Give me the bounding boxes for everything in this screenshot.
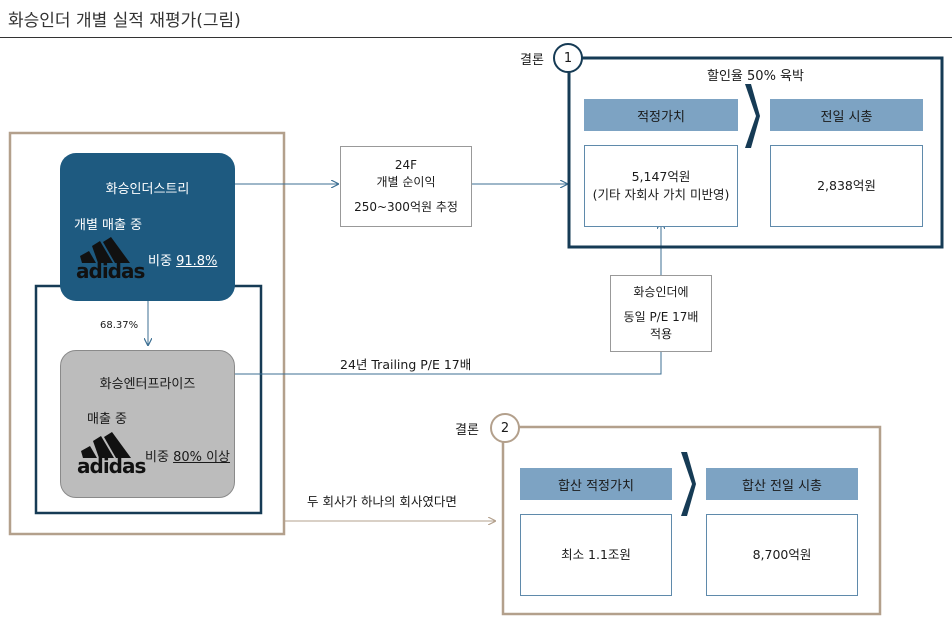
logo-wordmark: adidas: [76, 259, 145, 283]
profit-year: 24F: [394, 158, 418, 172]
fair-value-header-text: 적정가치: [637, 109, 685, 125]
market-cap-header-text: 전일 시총: [820, 109, 873, 125]
market-cap-value: 2,838억원: [817, 178, 876, 193]
pe-line1: 화승인더에: [633, 285, 689, 299]
share-prefix: 비중: [145, 450, 169, 465]
ownership-ratio: 68.37%: [100, 320, 139, 331]
conclusion1-label: 결론: [520, 53, 544, 68]
adidas-logo: adidas: [76, 237, 146, 283]
fair-value: 5,147억원: [631, 169, 691, 184]
fair-value-note: (기타 자회사 가치 미반영): [592, 187, 730, 202]
adidas-stripes-icon: [80, 237, 130, 263]
page-title: 화승인더 개별 실적 재평가(그림): [8, 11, 241, 31]
sportsindustry-sales-label: 개별 매출 중: [74, 218, 143, 233]
logo-wordmark: adidas: [77, 454, 146, 478]
combined-mcap-box: 8,700억원: [706, 514, 858, 596]
market-cap-header: 전일 시총: [770, 99, 923, 131]
discount-label: 할인율 50% 육박: [707, 69, 804, 84]
combined-fair-value: 최소 1.1조원: [561, 547, 631, 562]
share-prefix: 비중: [148, 254, 172, 269]
conclusion2-number: 2: [490, 413, 520, 443]
sportsindustry-name: 화승인더스트리: [105, 182, 190, 197]
pe-line2: 동일 P/E 17배: [623, 310, 699, 324]
profit-estimate-box: 24F 개별 순이익 250~300억원 추정: [340, 146, 472, 227]
pe-line3: 적용: [649, 327, 673, 341]
title-divider: [0, 37, 952, 38]
market-cap-box: 2,838억원: [770, 145, 923, 227]
chevron-right-icon: [681, 452, 696, 516]
sportsindustry-box: 화승인더스트리 개별 매출 중 adidas 비중 91.8%: [60, 153, 235, 301]
pe-apply-box: 화승인더에 동일 P/E 17배 적용: [610, 275, 712, 352]
combined-fair-box: 최소 1.1조원: [520, 514, 672, 596]
merge-note: 두 회사가 하나의 회사였다면: [307, 494, 457, 509]
conclusion1-number: 1: [553, 43, 583, 73]
enterprise-name: 화승엔터프라이즈: [99, 377, 196, 392]
enterprise-sales-label: 매출 중: [87, 412, 128, 427]
share-value: 80% 이상: [173, 450, 231, 465]
adidas-stripes-icon: [81, 432, 131, 458]
conclusion2-label: 결론: [455, 423, 479, 438]
share-value: 91.8%: [176, 254, 218, 269]
conclusion2-frame: [501, 425, 882, 616]
enterprise-share: 비중 80% 이상: [145, 446, 230, 465]
profit-range: 250~300억원 추정: [354, 200, 458, 214]
conclusion1-frame: [567, 56, 944, 249]
profit-label: 개별 순이익: [376, 175, 436, 189]
fair-value-header: 적정가치: [584, 99, 738, 131]
combined-fair-header: 합산 적정가치: [520, 468, 672, 500]
fair-value-box: 5,147억원 (기타 자회사 가치 미반영): [584, 145, 738, 227]
combined-fair-header-text: 합산 적정가치: [558, 478, 634, 494]
adidas-logo: adidas: [77, 432, 147, 478]
trailing-pe-label: 24년 Trailing P/E 17배: [340, 357, 472, 372]
sportsindustry-share: 비중 91.8%: [148, 250, 217, 269]
combined-mcap-header: 합산 전일 시총: [706, 468, 858, 500]
combined-frame: [8, 131, 286, 536]
combined-mcap-header-text: 합산 전일 시총: [741, 478, 823, 494]
chevron-right-icon: [745, 84, 760, 148]
combined-mcap-value: 8,700억원: [752, 547, 812, 562]
enterprise-box: 화승엔터프라이즈 매출 중 adidas 비중 80% 이상: [60, 350, 235, 498]
